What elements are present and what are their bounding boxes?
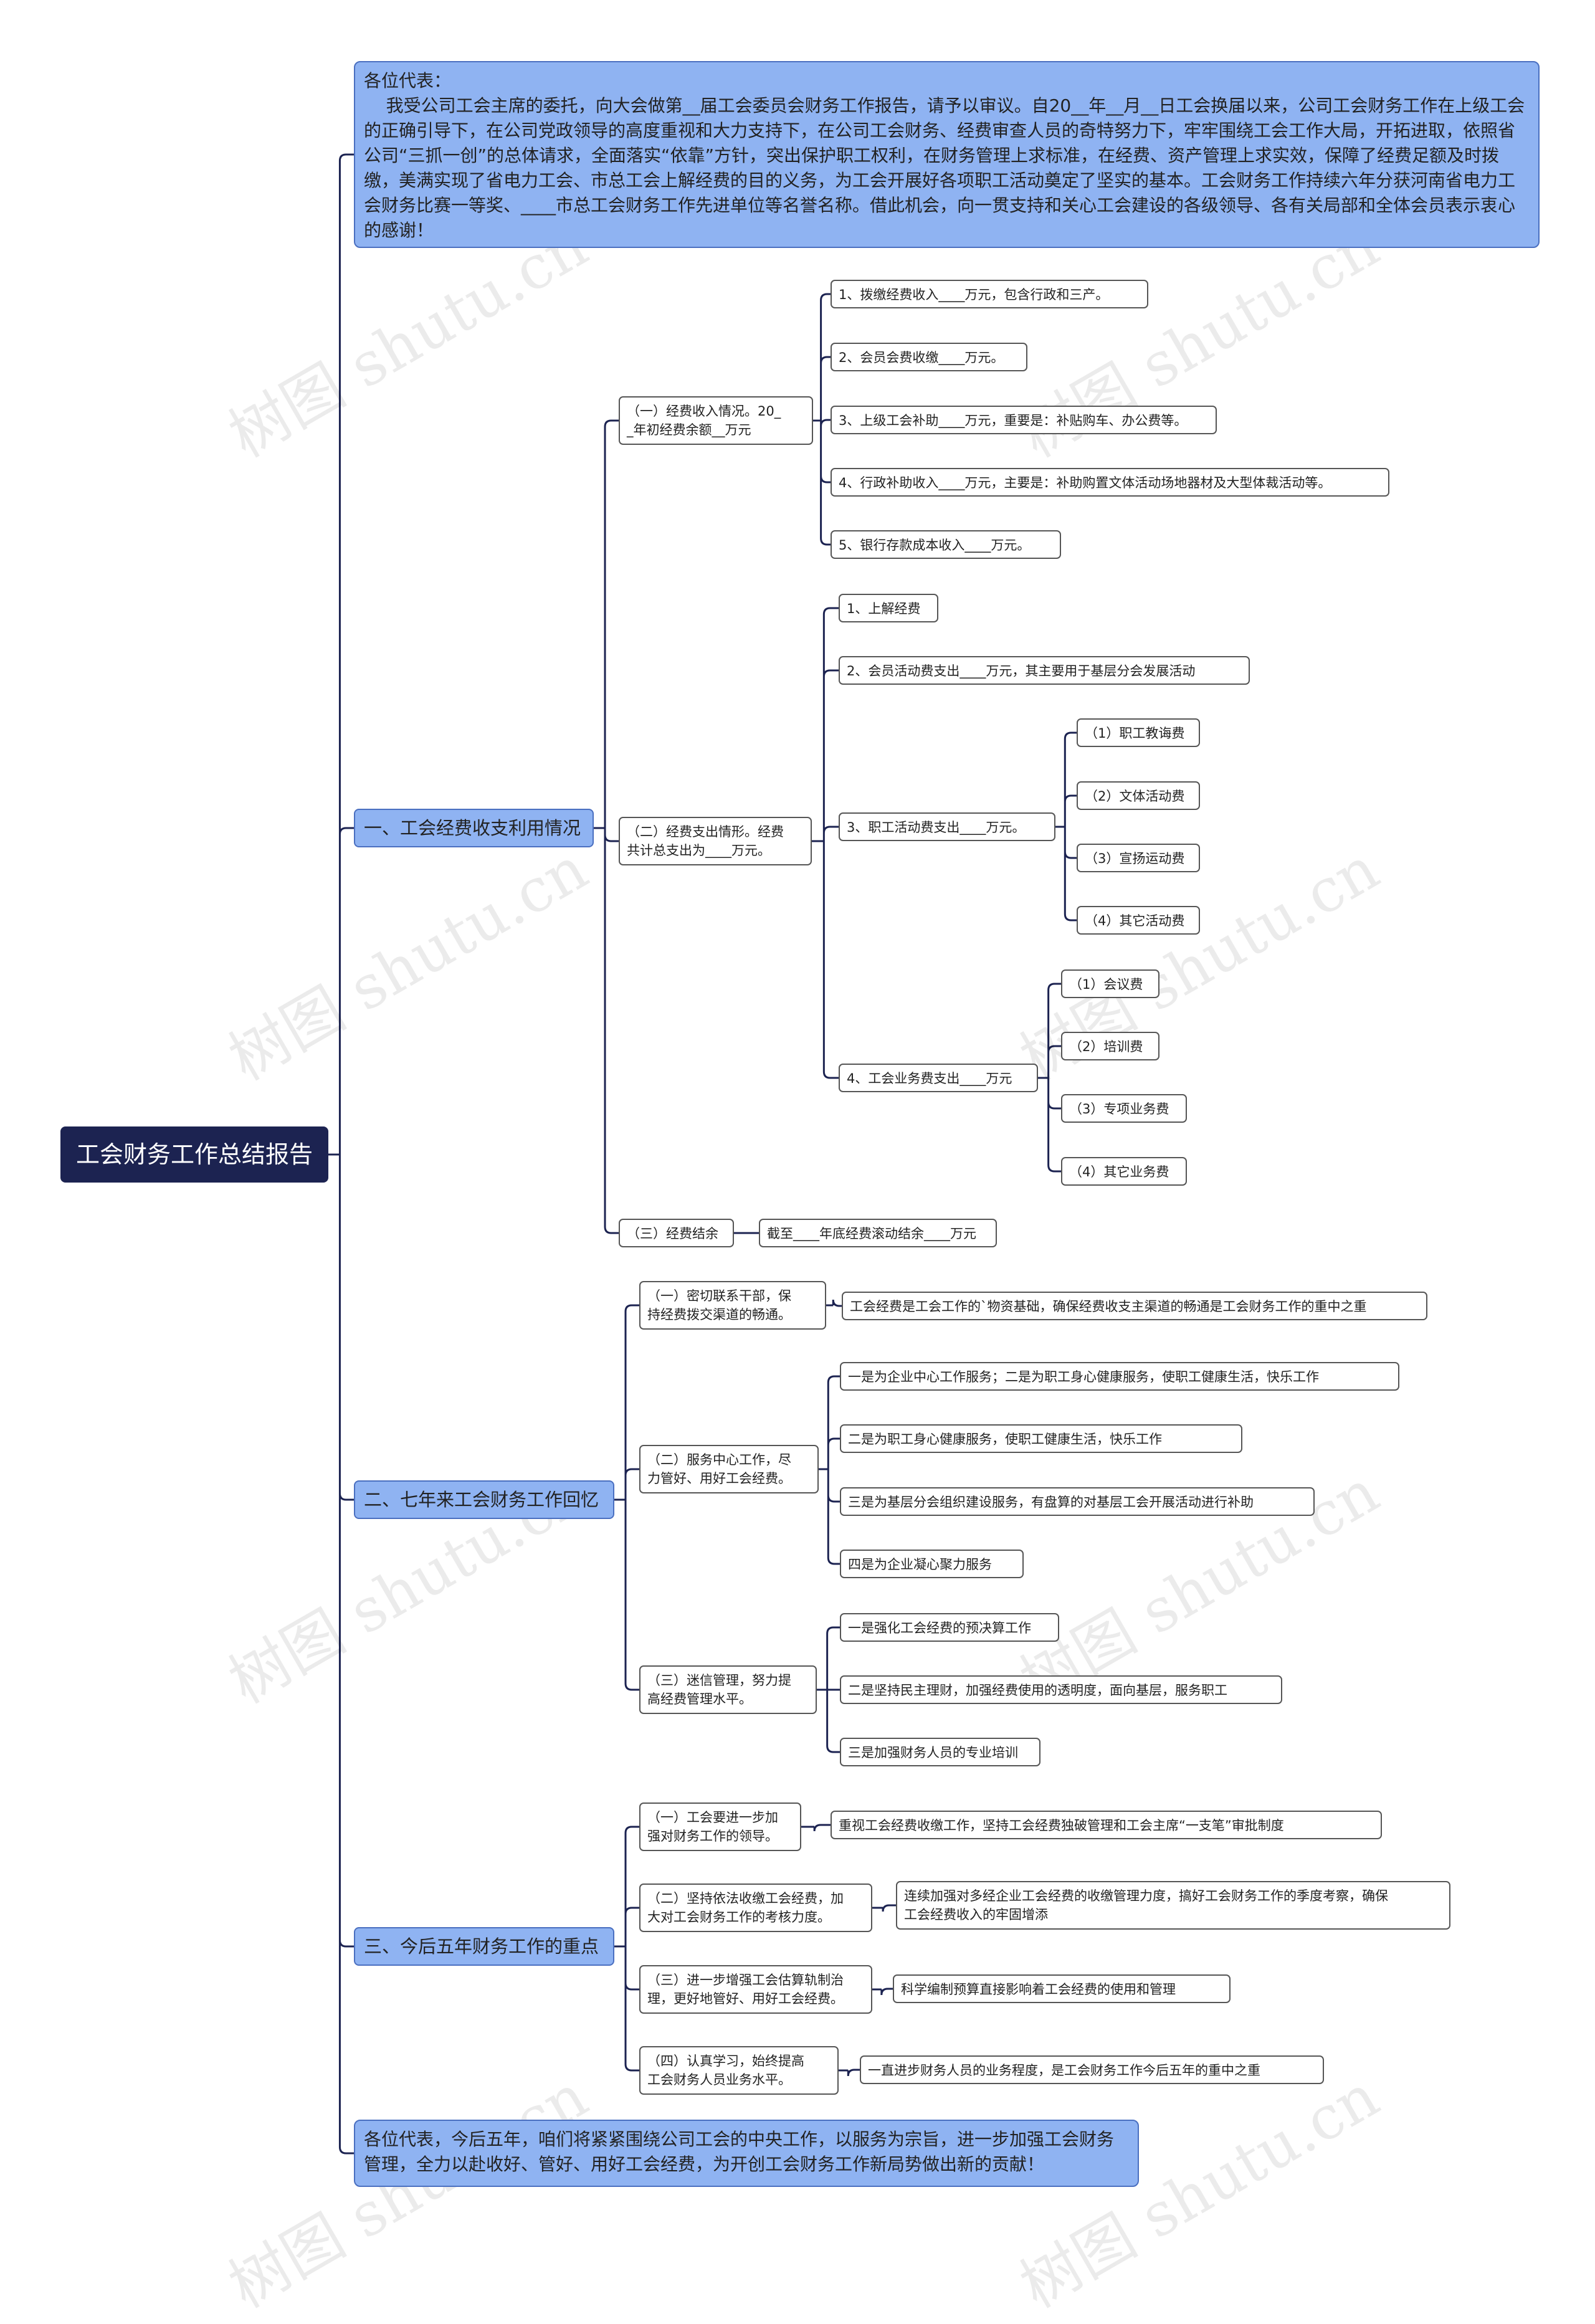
- activity-fee-item[interactable]: （2）文体活动费: [1077, 781, 1200, 810]
- expense-item[interactable]: 4、工会业务费支出____万元: [839, 1064, 1038, 1092]
- connector-lines: [328, 153, 1077, 2155]
- expense-item[interactable]: 2、会员活动费支出____万元，其主要用于基层分会发展活动: [839, 656, 1250, 685]
- connector: [328, 153, 354, 2155]
- activity-fee-item[interactable]: （3）宣扬运动费: [1077, 844, 1200, 872]
- balance-node[interactable]: （三）经费结余: [619, 1219, 734, 1247]
- review-c-item[interactable]: 三是加强财务人员的专业培训: [840, 1738, 1040, 1766]
- root-topic[interactable]: 工会财务工作总结报告: [60, 1126, 328, 1183]
- focus-node[interactable]: （四）认真学习，始终提高 工会财务人员业务水平。: [639, 2046, 839, 2095]
- review-a-detail[interactable]: 工会经费是工会工作的`物资基础，确保经费收支主渠道的畅通是工会财务工作的重中之重: [842, 1292, 1427, 1320]
- activity-fee-item[interactable]: （1）职工教诲费: [1077, 718, 1200, 747]
- expense-item[interactable]: 1、上解经费: [839, 594, 938, 622]
- business-fee-item[interactable]: （4）其它业务费: [1061, 1157, 1187, 1186]
- focus-detail[interactable]: 科学编制预算直接影响着工会经费的使用和管理: [893, 1974, 1231, 2003]
- connector: [1038, 983, 1061, 1173]
- business-fee-item[interactable]: （2）培训费: [1061, 1032, 1159, 1060]
- connector: [826, 1299, 842, 1307]
- income-item[interactable]: 2、会员会费收缴____万元。: [831, 343, 1027, 371]
- focus-detail[interactable]: 一直进步财务人员的业务程度，是工会财务工作今后五年的重中之重: [860, 2055, 1324, 2084]
- connector: [812, 607, 839, 1079]
- section-future-focus[interactable]: 三、今后五年财务工作的重点: [354, 1927, 614, 1966]
- mind-map-canvas: 树图 shutu.cn 树图 shutu.cn 树图 shutu.cn 树图 s…: [60, 61, 1540, 2322]
- connector: [813, 293, 831, 546]
- focus-node[interactable]: （二）坚持依法收缴工会经费，加 大对工会财务工作的考核力度。: [639, 1883, 872, 1932]
- balance-detail[interactable]: 截至____年底经费滚动结余____万元: [759, 1219, 997, 1247]
- income-node[interactable]: （一）经费收入情况。20_ _年初经费余额__万元: [619, 396, 813, 445]
- section-review[interactable]: 二、七年来工会财务工作回忆: [354, 1480, 614, 1519]
- income-item[interactable]: 4、行政补助收入____万元，主要是：补助购置文体活动场地器材及大型体裁活动等。: [831, 468, 1389, 497]
- review-node-c[interactable]: （三）迷信管理，努力提 高经费管理水平。: [639, 1665, 817, 1714]
- income-item[interactable]: 5、银行存款成本收入____万元。: [831, 530, 1061, 559]
- expense-item[interactable]: 3、职工活动费支出____万元。: [839, 812, 1055, 841]
- review-b-item[interactable]: 四是为企业凝心聚力服务: [840, 1550, 1024, 1578]
- closing-paragraph[interactable]: 各位代表，今后五年，咱们将紧紧围绕公司工会的中央工作，以服务为宗旨，进一步加强工…: [354, 2120, 1139, 2187]
- connector: [819, 1375, 840, 1565]
- business-fee-item[interactable]: （1）会议费: [1061, 969, 1159, 998]
- review-c-item[interactable]: 一是强化工会经费的预决算工作: [840, 1613, 1059, 1642]
- connector: [614, 1304, 639, 1691]
- connector: [817, 1626, 840, 1753]
- income-item[interactable]: 1、拨缴经费收入____万元，包含行政和三产。: [831, 280, 1148, 308]
- connector: [594, 419, 619, 1234]
- intro-paragraph[interactable]: 各位代表： 我受公司工会主席的委托，向大会做第__届工会委员会财务工作报告，请予…: [354, 61, 1540, 248]
- review-b-item[interactable]: 三是为基层分会组织建设服务，有盘算的对基层工会开展活动进行补助: [840, 1487, 1315, 1516]
- review-c-item[interactable]: 二是坚持民主理财，加强经费使用的透明度，面向基层，服务职工: [840, 1675, 1282, 1704]
- review-b-item[interactable]: 一是为企业中心工作服务；二是为职工身心健康服务，使职工健康生活，快乐工作: [840, 1362, 1399, 1391]
- focus-node[interactable]: （一）工会要进一步加 强对财务工作的领导。: [639, 1803, 801, 1851]
- expense-node[interactable]: （二）经费支出情形。经费 共计总支出为____万元。: [619, 817, 812, 865]
- focus-detail[interactable]: 连续加强对多经企业工会经费的收缴管理力度，搞好工会财务工作的季度考察，确保 工会…: [896, 1881, 1450, 1930]
- connector: [872, 1988, 893, 1996]
- income-item[interactable]: 3、上级工会补助____万元，重要是：补贴购车、办公费等。: [831, 406, 1217, 434]
- connector: [614, 1826, 639, 2072]
- connector: [801, 1824, 831, 1832]
- review-node-b[interactable]: （二）服务中心工作，尽 力管好、用好工会经费。: [639, 1445, 819, 1493]
- review-b-item[interactable]: 二是为职工身心健康服务，使职工健康生活，快乐工作: [840, 1424, 1242, 1453]
- section-income-expense[interactable]: 一、工会经费收支利用情况: [354, 809, 594, 847]
- connector: [1055, 731, 1077, 922]
- connector: [872, 1904, 896, 1912]
- focus-detail[interactable]: 重视工会经费收缴工作，坚持工会经费独破管理和工会主席“一支笔”审批制度: [831, 1811, 1382, 1839]
- connector: [839, 2069, 860, 2077]
- review-node-a[interactable]: （一）密切联系干部，保 持经费拨交渠道的畅通。: [639, 1281, 826, 1330]
- focus-node[interactable]: （三）进一步增强工会估算轨制治 理，更好地管好、用好工会经费。: [639, 1965, 872, 2014]
- business-fee-item[interactable]: （3）专项业务费: [1061, 1094, 1187, 1123]
- activity-fee-item[interactable]: （4）其它活动费: [1077, 906, 1200, 935]
